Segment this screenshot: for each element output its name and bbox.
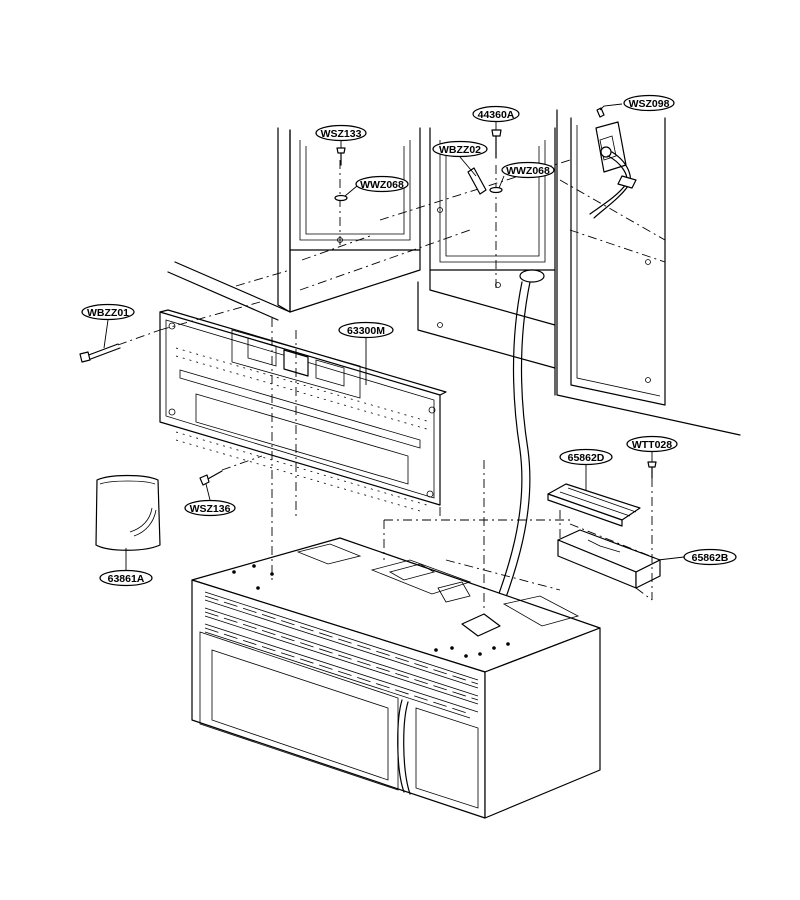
callout-WBZZ01-text: WBZZ01	[87, 307, 129, 319]
microwave-oven	[191, 537, 601, 819]
callout-65862B-text: 65862B	[692, 552, 729, 564]
callout-WSZ098: WSZ098	[623, 94, 675, 112]
callout-WBZZ01: WBZZ01	[81, 303, 135, 321]
callout-65862D: 65862D	[559, 448, 613, 466]
callout-WSZ133: WSZ133	[315, 124, 367, 142]
callout-WSZ133-text: WSZ133	[321, 128, 362, 140]
callout-44360A: 44360A	[472, 105, 520, 123]
callout-WSZ136-text: WSZ136	[190, 503, 231, 515]
charcoal-filter	[547, 483, 641, 527]
callout-WWZ068-left: WWZ068	[355, 175, 409, 193]
callout-WWZ068-right-text: WWZ068	[506, 165, 550, 177]
callout-65862B: 65862B	[683, 548, 737, 566]
callout-44360A-text: 44360A	[478, 109, 515, 121]
callout-WTT028-text: WTT028	[632, 439, 672, 451]
callout-WTT028: WTT028	[626, 435, 678, 453]
callout-63300M: 63300M	[338, 321, 394, 339]
filter-cover	[557, 529, 661, 589]
callout-WWZ068-left-text: WWZ068	[360, 179, 404, 191]
callout-63861A: 63861A	[99, 569, 153, 587]
callout-WWZ068-right: WWZ068	[501, 161, 555, 179]
callout-WBZZ02: WBZZ02	[432, 140, 488, 158]
callout-labels: WSZ098 44360A WSZ133 WBZZ02 WWZ068 WWZ06…	[81, 94, 737, 587]
mounting-plate	[159, 309, 447, 512]
callout-WSZ136: WSZ136	[184, 499, 236, 517]
callout-63300M-text: 63300M	[347, 325, 385, 337]
power-cord-tube	[483, 269, 545, 635]
hardware	[79, 107, 657, 486]
callout-65862D-text: 65862D	[568, 452, 605, 464]
callout-63861A-text: 63861A	[108, 573, 145, 585]
template-bag	[95, 474, 161, 551]
callout-WSZ098-text: WSZ098	[629, 98, 670, 110]
callout-WBZZ02-text: WBZZ02	[439, 144, 481, 156]
assembly-lines	[117, 235, 661, 612]
